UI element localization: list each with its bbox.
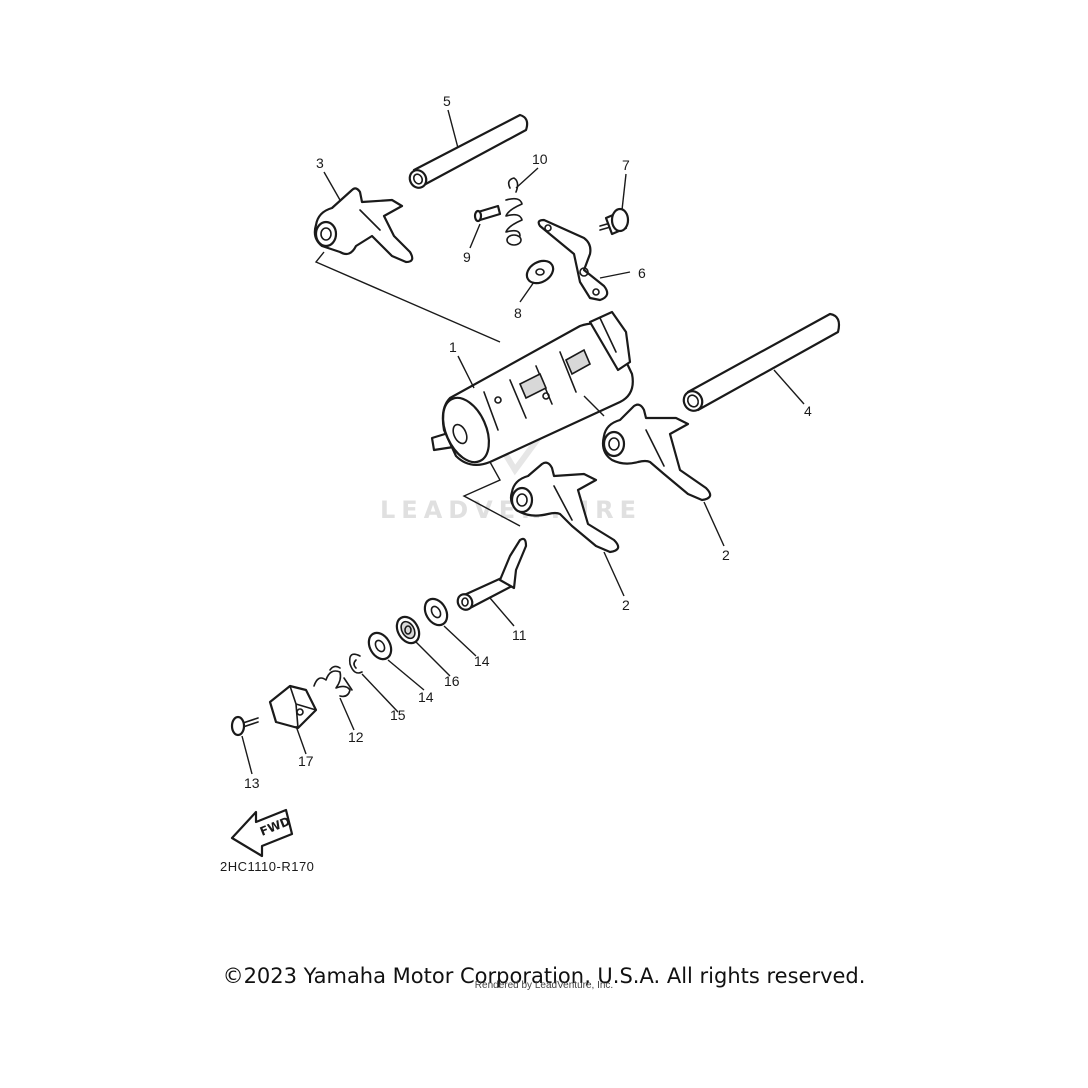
rendered-by-text: Rendered by LeadVenture, Inc.: [474, 980, 614, 991]
callout-14-upper: 14: [474, 653, 490, 669]
part-17-bracket[interactable]: [268, 684, 318, 730]
callout-13: 13: [244, 775, 260, 791]
part-14-washer-upper[interactable]: [420, 595, 451, 629]
part-5-shift-fork-shaft[interactable]: [407, 113, 529, 191]
part-4-shift-fork-shaft[interactable]: [680, 312, 841, 414]
part-7-bolt[interactable]: [599, 207, 630, 236]
assembly-guide-lines: [314, 251, 605, 527]
part-14-washer-lower[interactable]: [364, 629, 395, 663]
callout-8: 8: [514, 305, 522, 321]
part-8-washer[interactable]: [523, 256, 557, 287]
part-13-bolt[interactable]: [230, 715, 259, 737]
callout-2-lower: 2: [622, 597, 630, 613]
callout-10: 10: [532, 151, 548, 167]
part-6-stopper-lever[interactable]: [537, 218, 609, 302]
callout-14-lower: 14: [418, 689, 434, 705]
callout-17: 17: [298, 753, 314, 769]
callout-1: 1: [449, 339, 457, 355]
copyright-text: ©2023 Yamaha Motor Corporation, U.S.A. A…: [222, 964, 866, 988]
callout-3: 3: [316, 155, 324, 171]
callout-6: 6: [638, 265, 646, 281]
part-11-shift-shaft[interactable]: [455, 537, 528, 613]
part-10-spring[interactable]: [505, 177, 523, 246]
part-9-pin[interactable]: [473, 204, 502, 223]
callout-11: 11: [512, 627, 527, 643]
callout-numbers: 5 3 10 7 9 6 8 1 4 2 2 11 14 16 14 15 12…: [244, 93, 812, 791]
part-2-shift-fork-lower[interactable]: [509, 461, 620, 554]
part-15-circlip[interactable]: [348, 653, 363, 674]
callout-2-right: 2: [722, 547, 730, 563]
callout-15: 15: [390, 707, 406, 723]
part-16-oil-seal[interactable]: [392, 613, 423, 647]
part-1-shift-drum[interactable]: [430, 310, 634, 469]
callout-9: 9: [463, 249, 471, 265]
callout-16: 16: [444, 673, 460, 689]
callout-4: 4: [804, 403, 812, 419]
part-2-shift-fork-right[interactable]: [601, 403, 712, 502]
part-3-shift-fork[interactable]: [313, 187, 414, 264]
callout-7: 7: [622, 157, 630, 173]
callout-leaders: [241, 109, 805, 775]
part-12-torsion-spring[interactable]: [313, 665, 353, 698]
fwd-arrow-icon: FWD: [230, 808, 294, 858]
callout-12: 12: [348, 729, 364, 745]
diagram-code: 2HC1110-R170: [220, 859, 314, 874]
callout-5: 5: [443, 93, 451, 109]
